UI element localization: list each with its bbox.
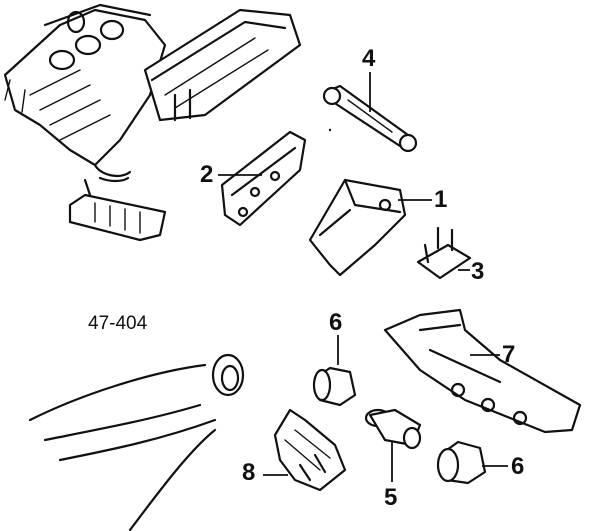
- transmission-mount: [263, 408, 347, 492]
- guide-dot: [328, 128, 332, 132]
- strut-rod: [322, 72, 418, 153]
- diagram-id: 47-404: [88, 313, 148, 334]
- callout-4: 4: [362, 45, 376, 72]
- callout-6-lower: 6: [511, 453, 525, 480]
- insulator: [364, 408, 422, 482]
- callout-8: 8: [242, 459, 256, 486]
- callout-6-upper: 6: [329, 309, 343, 336]
- bushing-upper: [312, 335, 357, 407]
- callout-1: 1: [434, 186, 448, 213]
- engine-mount-bracket: [308, 178, 432, 277]
- callout-5: 5: [384, 484, 398, 511]
- mount-plate: [218, 130, 307, 227]
- callout-7: 7: [502, 341, 516, 368]
- engine-lower-bracket: [68, 178, 167, 242]
- callout-3: 3: [471, 258, 485, 285]
- component-arc: [28, 353, 245, 531]
- bushing-lower: [436, 440, 508, 485]
- crossmember: [383, 308, 582, 434]
- stud-bracket: [416, 226, 472, 280]
- engine-block: [3, 3, 167, 183]
- valve-cover: [143, 8, 302, 122]
- callout-2: 2: [200, 161, 214, 188]
